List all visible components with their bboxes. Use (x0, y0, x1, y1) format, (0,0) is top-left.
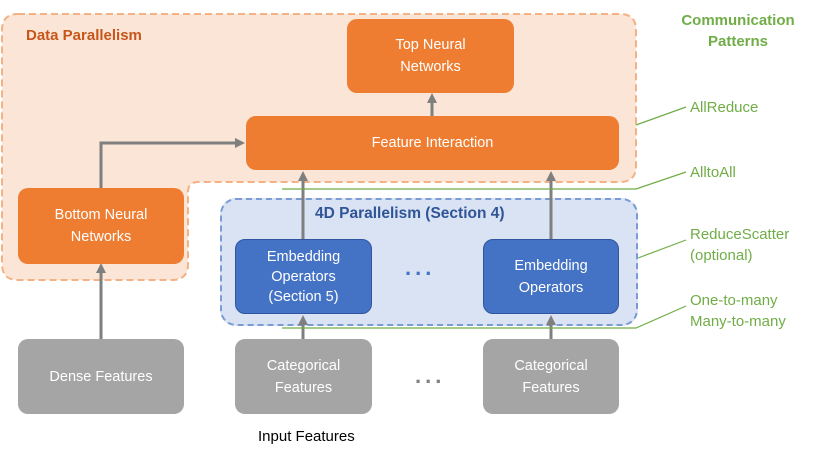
alltoall-label: AlltoAll (690, 164, 736, 181)
embedding-operators-box-1: Embedding Operators (Section 5) (235, 239, 372, 314)
communication-patterns-title: Communication Patterns (681, 12, 795, 50)
categorical-ellipsis: ... (415, 363, 446, 388)
dense-features-box: Dense Features (18, 339, 184, 414)
reducescatter-label: ReduceScatter (optional) (690, 226, 790, 264)
embedding-operators-box-2: Embedding Operators (483, 239, 619, 314)
allreduce-label: AllReduce (690, 99, 759, 116)
categorical-features-box-1: Categorical Features (235, 339, 372, 414)
bottom-neural-networks-box: Bottom Neural Networks (18, 188, 184, 264)
data-parallelism-title: Data Parallelism (26, 27, 142, 44)
one-to-many-label: One-to-many Many-to-many (690, 292, 786, 330)
input-features-caption: Input Features (258, 428, 355, 445)
feature-interaction-box: Feature Interaction (246, 116, 619, 170)
top-neural-networks-box: Top Neural Networks (347, 19, 514, 93)
categorical-features-box-2: Categorical Features (483, 339, 619, 414)
4d-parallelism-title: 4D Parallelism (Section 4) (315, 205, 505, 222)
embedding-ellipsis: ... (405, 255, 436, 280)
